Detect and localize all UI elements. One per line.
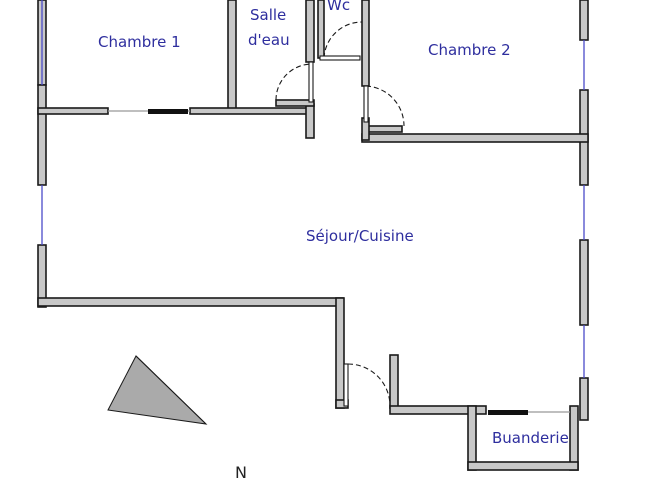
compass-arrow-icon xyxy=(107,355,208,425)
wall-salle-door-stub xyxy=(275,99,315,107)
wall-bottom-right xyxy=(389,405,487,415)
wall-left-mid xyxy=(37,84,47,186)
label-wc: Wc xyxy=(327,0,350,14)
label-buanderie: Buanderie xyxy=(492,429,569,447)
label-sejour: Séjour/Cuisine xyxy=(306,227,414,245)
wall-chambre2-stub xyxy=(367,125,403,133)
wall-chambre1-bottom-a xyxy=(37,107,109,115)
wall-salle-low xyxy=(305,103,315,139)
wall-chambre2-bottom xyxy=(361,133,589,143)
compass: N xyxy=(107,355,247,482)
walls xyxy=(37,0,589,471)
compass-north-label: N xyxy=(235,463,247,482)
wall-right-c xyxy=(579,377,589,421)
wall-chambre1-bottom-b xyxy=(189,107,313,115)
label-chambre2: Chambre 2 xyxy=(428,41,511,59)
wall-chambre1-right xyxy=(227,0,237,111)
opening-chambre1-bar xyxy=(148,109,188,114)
wall-buanderie-left xyxy=(467,405,477,471)
wall-step-vertical xyxy=(335,297,345,409)
wall-salle-right xyxy=(305,0,315,63)
wall-entry-right xyxy=(389,354,399,409)
door-wc-leaf xyxy=(319,55,361,61)
doors xyxy=(275,21,405,407)
wall-right-b xyxy=(579,239,589,326)
wall-wc-right xyxy=(361,0,370,87)
label-salle-line2: d'eau xyxy=(248,31,290,49)
compass-arrow-axis xyxy=(135,355,207,425)
door-salle-arc xyxy=(275,63,313,101)
door-wc-arc xyxy=(323,21,363,59)
label-chambre1: Chambre 1 xyxy=(98,33,181,51)
door-salle-leaf xyxy=(308,61,314,103)
room-labels: Chambre 1 Salle d'eau Wc Chambre 2 Séjou… xyxy=(98,0,569,447)
door-chambre2-arc xyxy=(365,85,405,127)
wall-buanderie-bottom xyxy=(467,461,579,471)
door-entry-arc xyxy=(347,363,391,407)
wall-right-top xyxy=(579,0,589,41)
wall-bottom-left xyxy=(37,297,344,307)
wall-wc-top-divider xyxy=(317,0,325,59)
buanderie-window-bar xyxy=(488,410,528,415)
wall-buanderie-right xyxy=(569,405,579,471)
windows xyxy=(41,0,585,415)
door-entry-leaf xyxy=(343,363,349,407)
door-chambre2-leaf xyxy=(363,85,369,123)
label-salle-line1: Salle xyxy=(250,6,286,24)
